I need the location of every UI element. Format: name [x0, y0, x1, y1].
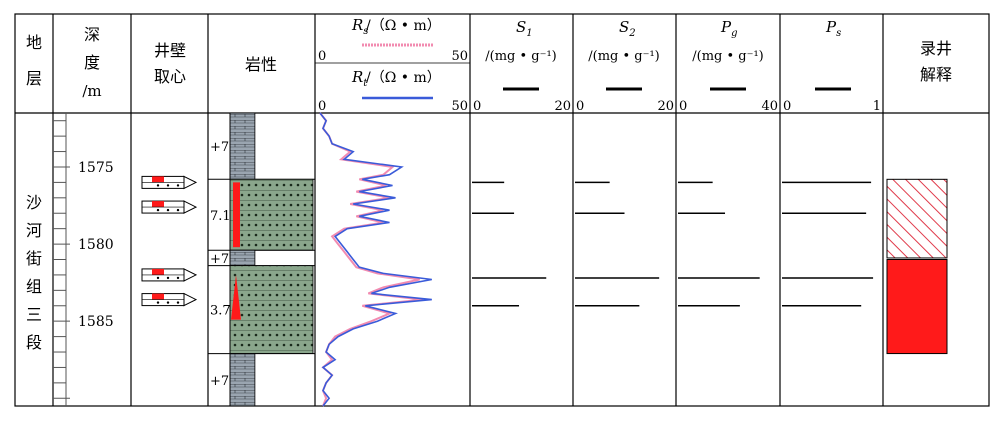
header-stratum-1: 地	[26, 33, 42, 52]
lithology-track: +7 7.1 +7 3.7 +7	[208, 112, 315, 407]
header-interp-2: 解释	[920, 65, 952, 84]
s1-scale-min: 0	[473, 99, 481, 114]
stratum-name: 沙 河 街 组 三 段	[26, 193, 42, 352]
stratum-char: 三	[26, 305, 42, 324]
core-dot	[176, 184, 180, 187]
lith-bed	[229, 249, 256, 267]
core-dot	[176, 208, 180, 212]
ps-scale-max: 1	[873, 99, 881, 114]
stratum-char: 沙	[26, 193, 42, 212]
s2-scale-min: 0	[576, 99, 584, 114]
oil-show-triangle	[231, 274, 241, 320]
stratum-char: 组	[26, 277, 42, 296]
depth-tick-label: 1585	[78, 314, 114, 330]
lith-label: +7	[210, 374, 229, 389]
lith-bed	[229, 265, 314, 354]
core-dot	[156, 208, 160, 212]
coring-symbol	[141, 292, 198, 307]
s1-scale-max: 20	[554, 99, 571, 114]
core-tip	[183, 292, 198, 307]
header-pg-symbol: Pg	[720, 18, 738, 39]
core-dot	[156, 276, 160, 280]
core-dot	[166, 208, 170, 212]
coring-symbol	[141, 175, 198, 190]
depth-tick-label: 1575	[78, 160, 114, 176]
header-depth-1: 深	[84, 25, 100, 44]
lith-bed	[229, 178, 314, 251]
pg-scale-max: 40	[761, 99, 778, 114]
lith-label: +7	[210, 252, 229, 267]
core-dot	[176, 276, 180, 280]
stratum-char: 河	[26, 221, 42, 240]
table-grid	[14, 13, 990, 407]
header-pg-unit: /(mg • g⁻¹)	[692, 49, 764, 64]
interpretation-track	[886, 178, 948, 355]
core-dot	[156, 184, 160, 187]
coring-track	[141, 175, 198, 307]
lith-bed	[229, 112, 256, 180]
ps-scale-min: 0	[783, 99, 791, 114]
core-tip	[183, 268, 198, 282]
rt-scale-min: 0	[318, 99, 326, 114]
header-s2-symbol: S2	[619, 18, 636, 39]
resistivity-track	[319, 112, 432, 407]
core-tip	[183, 175, 198, 190]
core-dot	[176, 301, 180, 304]
header-s2-unit: /(mg • g⁻¹)	[588, 49, 660, 64]
lith-label: 3.7	[210, 304, 231, 319]
header-rt-unit: /（Ω • m）	[366, 70, 441, 86]
core-dot	[166, 184, 170, 187]
lith-label: 7.1	[210, 209, 231, 224]
header-s1-symbol: S1	[516, 18, 533, 39]
stratum-char: 段	[26, 333, 42, 352]
geochem-tracks	[472, 181, 874, 307]
coring-symbol	[141, 268, 198, 282]
core-mark	[152, 201, 164, 208]
oil-show-bar	[233, 182, 240, 248]
rs-scale-max: 50	[451, 49, 468, 64]
header-stratum-2: 层	[26, 69, 42, 88]
core-mark	[152, 268, 164, 275]
header-depth-2: 度	[84, 53, 100, 72]
rs-curve	[319, 112, 423, 407]
header-lithology: 岩性	[245, 55, 277, 74]
depth-track: 1575 1580 1585	[53, 113, 114, 406]
interp-oil-trace	[886, 178, 948, 259]
core-mark	[152, 176, 164, 183]
header-rs-unit: /（Ω • m）	[366, 18, 441, 34]
header-ps-symbol: Ps	[825, 18, 841, 39]
header-depth-3: /m	[82, 82, 101, 100]
rs-scale-min: 0	[318, 49, 326, 64]
core-dot	[166, 301, 170, 304]
core-mark	[152, 293, 164, 300]
lith-label: +7	[210, 140, 229, 155]
s2-scale-max: 20	[657, 99, 674, 114]
header-interp-1: 录井	[920, 39, 952, 58]
header-coring-2: 取心	[154, 67, 186, 86]
header-coring-1: 井壁	[154, 41, 186, 60]
core-dot	[156, 301, 160, 304]
header-s1-unit: /(mg • g⁻¹)	[485, 49, 557, 64]
coring-symbol	[141, 200, 198, 214]
depth-tick-label: 1580	[78, 237, 114, 253]
rt-scale-max: 50	[451, 99, 468, 114]
core-tip	[183, 200, 198, 214]
lith-bed	[229, 353, 256, 407]
rt-curve	[319, 112, 432, 407]
interp-oil-layer	[886, 259, 948, 355]
core-dot	[166, 276, 170, 280]
pg-scale-min: 0	[679, 99, 687, 114]
stratum-char: 街	[26, 249, 42, 268]
